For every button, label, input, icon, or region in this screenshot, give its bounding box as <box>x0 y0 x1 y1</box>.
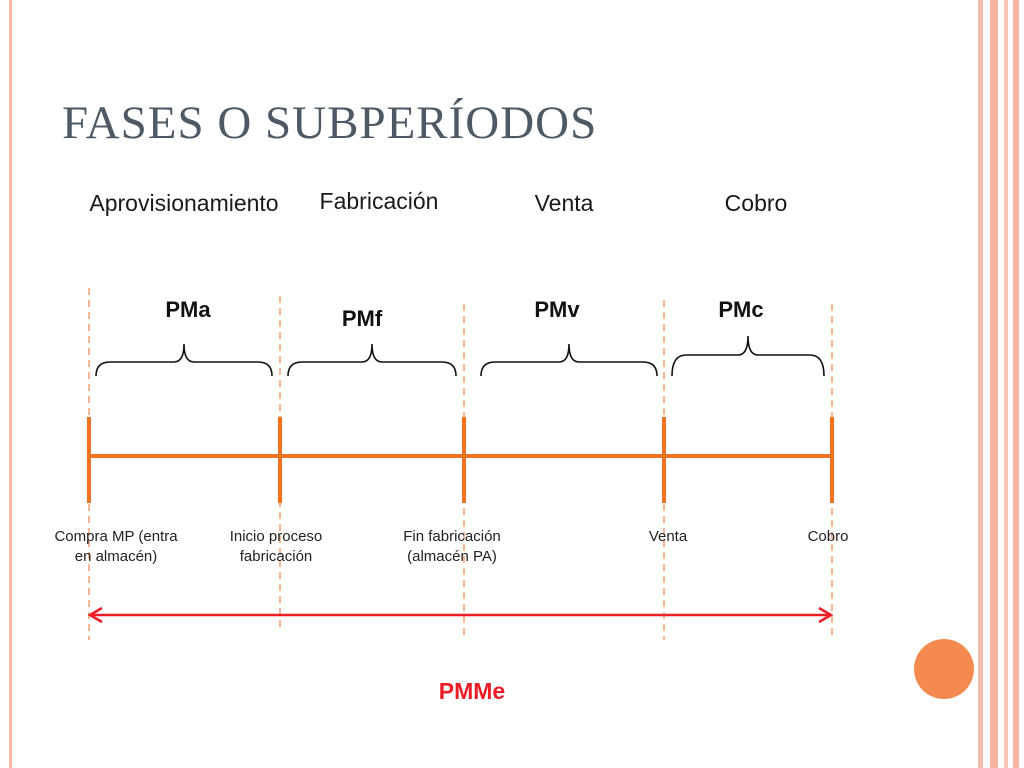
event-label-inicio: Inicio proceso fabricación <box>230 527 323 567</box>
brace-pmf <box>287 343 457 377</box>
left-border-line <box>9 0 12 768</box>
slide-title: FASES O SUBPERÍODOS <box>62 97 598 149</box>
brace-pma <box>95 343 273 377</box>
event-line: Cobro <box>807 528 849 545</box>
event-label-cobro: Cobro <box>808 527 849 547</box>
right-border-stripe <box>978 0 983 768</box>
pmme-arrowhead-right <box>818 606 834 624</box>
event-label-venta: Venta <box>649 527 687 547</box>
right-border-stripe <box>990 0 998 768</box>
event-line: en almacén) <box>74 548 158 565</box>
period-label-pmf: PMf <box>341 306 383 331</box>
phase-label-aprovisionamiento: Aprovisionamiento <box>89 190 279 216</box>
brace-pmv <box>480 343 658 377</box>
right-border-stripe <box>1013 0 1019 768</box>
phase-label-venta: Venta <box>534 190 594 216</box>
event-line: Fin fabricación <box>403 528 501 545</box>
period-label-pma: PMa <box>165 297 211 322</box>
event-line: Venta <box>648 528 688 545</box>
brace-pmc <box>671 335 825 377</box>
period-label-pmv: PMv <box>534 297 580 322</box>
event-label-fin: Fin fabricación (almacén PA) <box>403 527 501 567</box>
phase-label-fabricacion: Fabricación <box>319 188 439 214</box>
event-line: Compra MP (entra <box>54 528 178 545</box>
period-label-pmc: PMc <box>718 297 764 322</box>
right-border-stripe <box>1004 0 1008 768</box>
event-label-compra: Compra MP (entra en almacén) <box>54 527 177 567</box>
event-line: Inicio proceso <box>229 528 323 545</box>
event-line: (almacén PA) <box>407 548 497 565</box>
decorative-circle <box>914 639 974 699</box>
event-line: fabricación <box>239 548 313 565</box>
phase-label-cobro: Cobro <box>724 190 788 216</box>
pmme-label: PMMe <box>438 678 506 704</box>
pmme-arrowhead-left <box>87 606 103 624</box>
